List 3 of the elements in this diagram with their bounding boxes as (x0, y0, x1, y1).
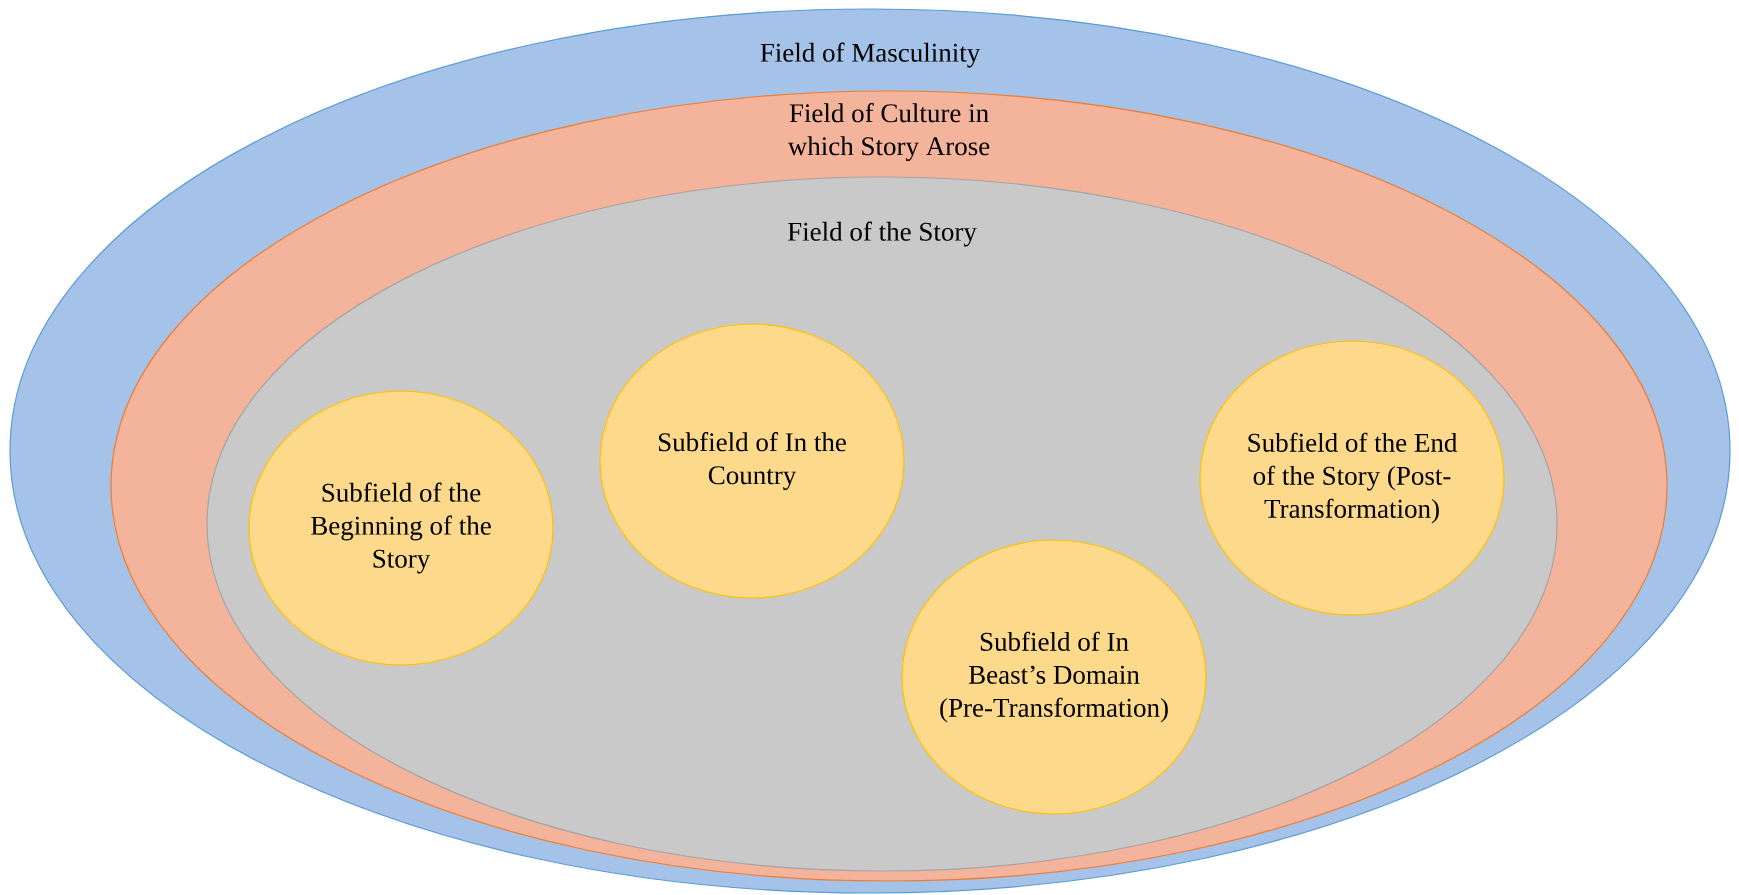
field-label: Field of the Story (787, 221, 977, 247)
field-label: Field of Culture in which Story Arose (787, 103, 990, 161)
field-label: Field of Masculinity (760, 42, 981, 68)
